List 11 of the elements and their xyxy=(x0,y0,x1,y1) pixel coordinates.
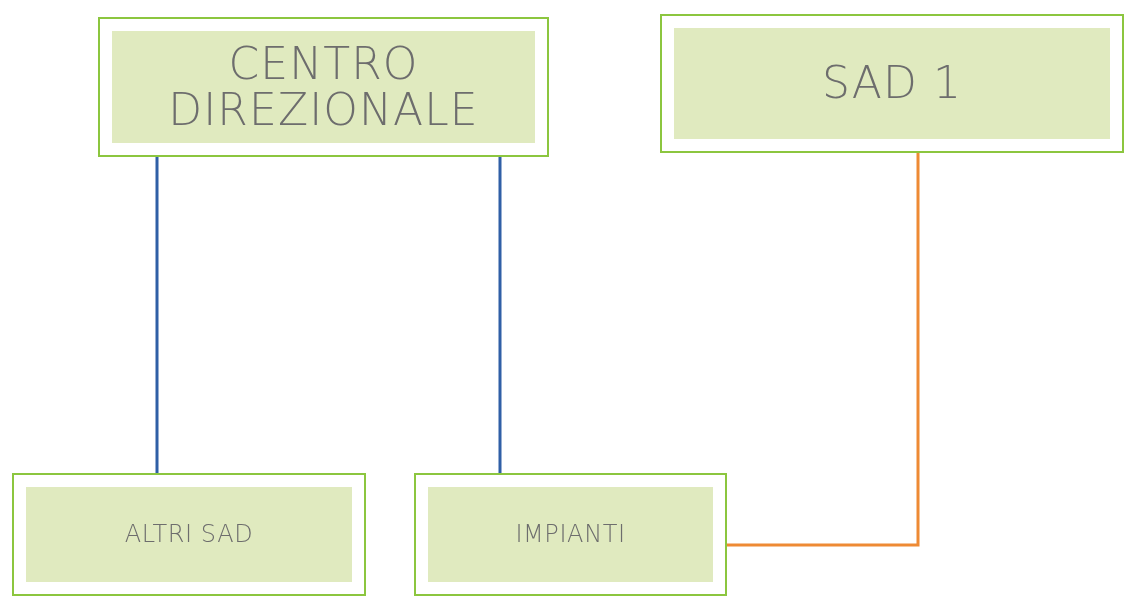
box-label: ALTRI SAD xyxy=(124,521,254,548)
box-label: IMPIANTI xyxy=(515,521,626,548)
process-box xyxy=(660,14,1124,153)
process-box xyxy=(12,473,366,596)
connector-line xyxy=(155,157,159,473)
process-box xyxy=(98,17,549,157)
box-label: CENTRO DIREZIONALE xyxy=(167,40,480,134)
process-box xyxy=(414,473,727,596)
connector-line xyxy=(498,157,502,473)
box-label: SAD 1 xyxy=(821,60,963,107)
connector-line xyxy=(727,153,920,547)
